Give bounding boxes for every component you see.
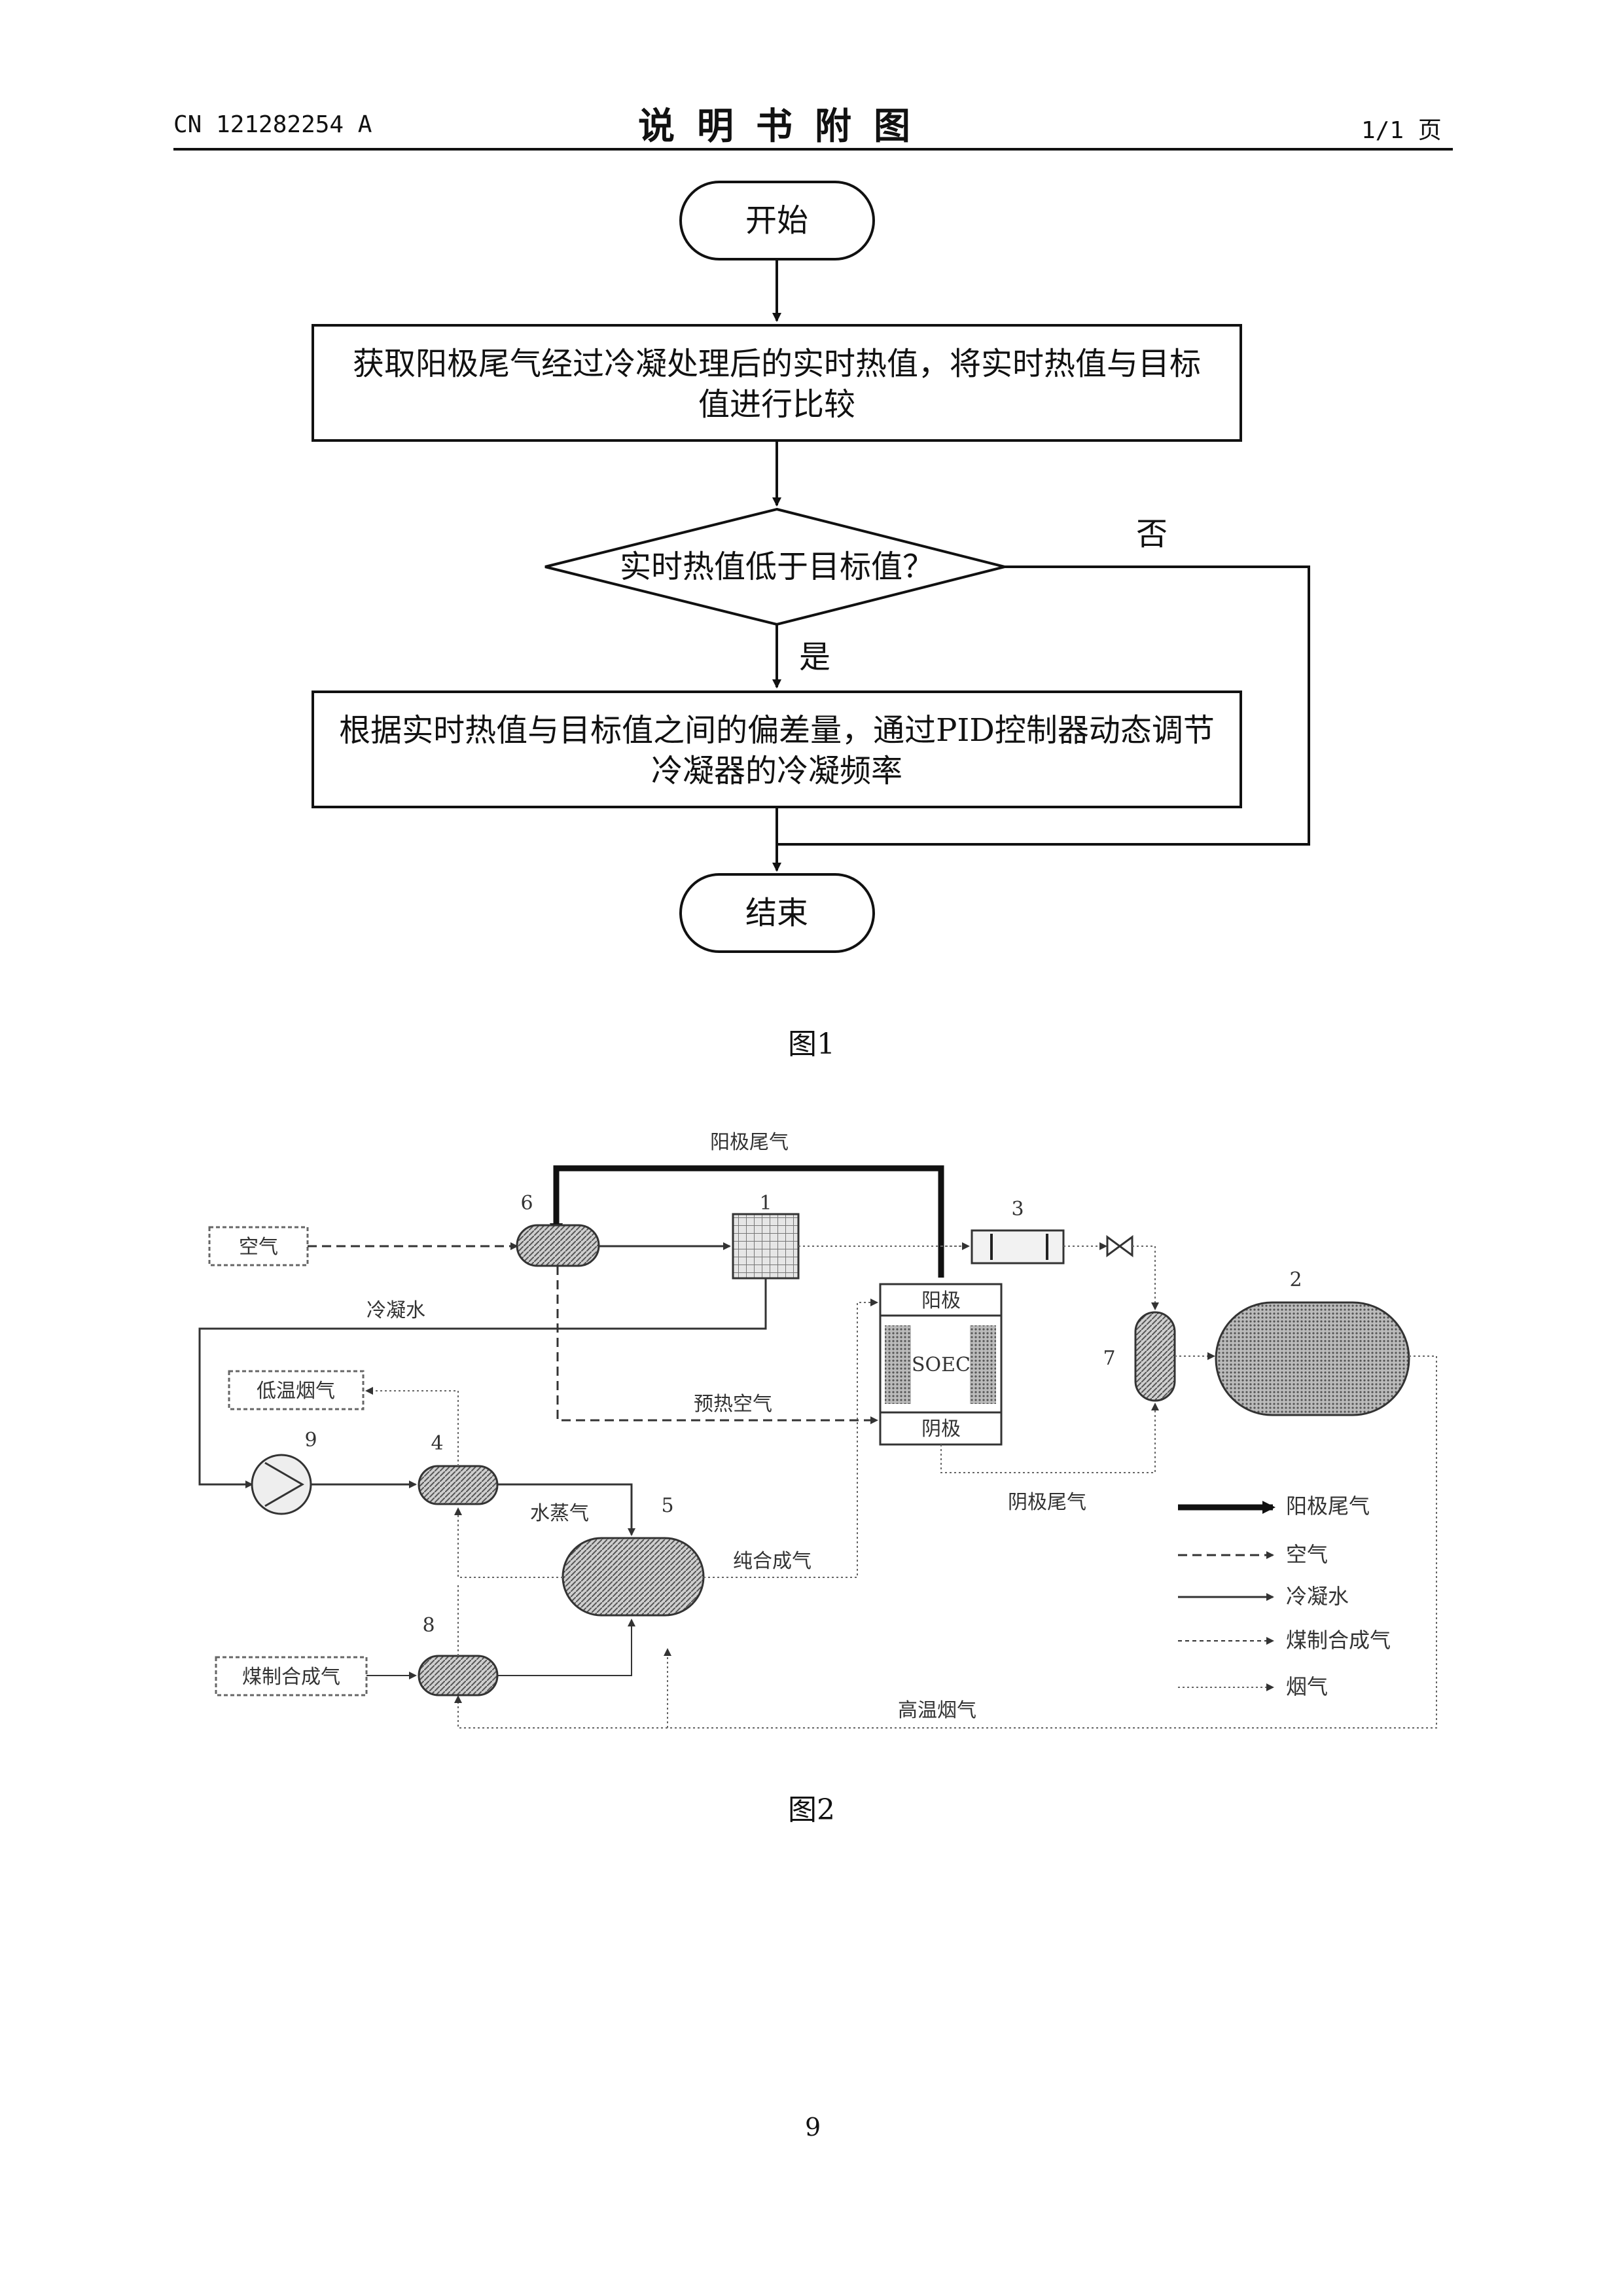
- num-7: 7: [1103, 1347, 1115, 1370]
- num-9: 9: [304, 1429, 317, 1452]
- step1-line1: 获取阳极尾气经过冷凝处理后的实时热值，将实时热值与目标: [353, 346, 1201, 382]
- yes-label: 是: [799, 639, 830, 675]
- label-cathode: 阴极: [921, 1418, 961, 1441]
- num-2: 2: [1289, 1268, 1302, 1291]
- flowchart-figure: 开始 获取阳极尾气经过冷凝处理后的实时热值，将实时热值与目标 值进行比较 实时热…: [0, 0, 1623, 1113]
- decision-label: 实时热值低于目标值？: [620, 548, 934, 585]
- num-3: 3: [1011, 1198, 1024, 1221]
- legend-label-air: 空气: [1286, 1542, 1328, 1567]
- label-coal-syngas-in: 煤制合成气: [242, 1666, 340, 1689]
- label-soec: SOEC: [912, 1354, 971, 1376]
- heat-exchanger-6: [517, 1225, 599, 1266]
- fig1-caption: 图1: [788, 1028, 835, 1061]
- legend-label-flue-gas: 烟气: [1286, 1674, 1328, 1699]
- label-anode: 阳极: [921, 1289, 961, 1312]
- label-steam: 水蒸气: [530, 1502, 589, 1525]
- legend-label-anode-tail: 阳极尾气: [1286, 1494, 1370, 1518]
- heat-exchanger-4: [419, 1466, 497, 1504]
- label-air-in: 空气: [239, 1236, 278, 1259]
- storage-tank-2: [1216, 1302, 1409, 1415]
- valve-icon: [1107, 1237, 1132, 1255]
- heat-exchanger-8: [419, 1656, 497, 1695]
- process-box-2: [313, 692, 1241, 807]
- page-number: 9: [805, 2113, 821, 2142]
- process-box-1: [313, 325, 1241, 440]
- reactor-5: [563, 1538, 704, 1615]
- num-1: 1: [759, 1192, 772, 1215]
- end-label: 结束: [745, 895, 808, 931]
- label-pure-syngas: 纯合成气: [733, 1550, 812, 1573]
- start-label: 开始: [745, 202, 808, 239]
- num-5: 5: [661, 1494, 673, 1517]
- label-anode-tail-top: 阳极尾气: [710, 1131, 789, 1154]
- process-diagram: 空气 阳极尾气 冷凝水 低温烟气 预热空气 水蒸气 纯合成气 阴极尾气 煤制合成…: [0, 1113, 1623, 1865]
- legend-label-cond-water: 冷凝水: [1286, 1584, 1349, 1609]
- num-6: 6: [520, 1192, 533, 1215]
- legend-label-coal-syngas: 煤制合成气: [1286, 1628, 1391, 1653]
- component-3: [972, 1230, 1063, 1263]
- label-preheated-air: 预热空气: [694, 1393, 772, 1416]
- label-cond-water: 冷凝水: [366, 1299, 425, 1322]
- label-high-temp-flue: 高温烟气: [898, 1699, 976, 1722]
- step2-line1: 根据实时热值与目标值之间的偏差量，通过PID控制器动态调节: [339, 712, 1215, 749]
- num-4: 4: [431, 1432, 443, 1455]
- fig2-caption: 图2: [788, 1793, 835, 1827]
- separator-7: [1135, 1312, 1175, 1401]
- condenser-1: [733, 1214, 798, 1278]
- label-cathode-tail: 阴极尾气: [1008, 1491, 1086, 1514]
- step2-line2: 冷凝器的冷凝频率: [651, 753, 902, 789]
- step1-line2: 值进行比较: [698, 386, 855, 423]
- no-label: 否: [1136, 516, 1168, 552]
- label-low-temp-flue: 低温烟气: [257, 1380, 335, 1403]
- num-8: 8: [422, 1614, 435, 1637]
